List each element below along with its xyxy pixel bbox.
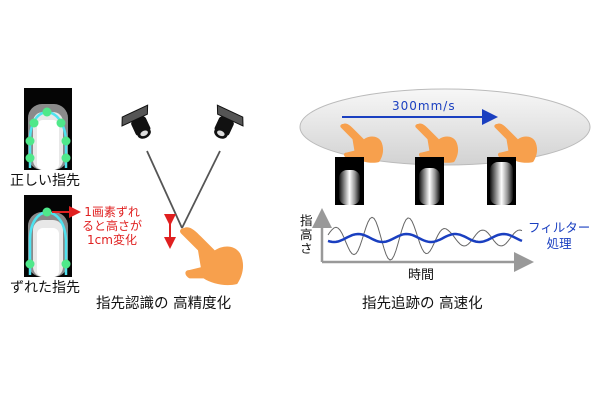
y-axis-char-2: 高 — [300, 227, 313, 242]
filtered-height-signal — [327, 232, 523, 244]
x-axis-label: 時間 — [408, 268, 435, 283]
tracked-frame-2 — [415, 157, 444, 205]
left-caption: 指先認識の 高精度化 — [96, 296, 232, 312]
y-axis-label: 指 高 さ — [300, 214, 313, 256]
shifted-fingertip-image — [24, 195, 72, 277]
raw-height-signal — [327, 216, 523, 261]
correct-fingertip-label: 正しい指先 — [10, 173, 80, 189]
camera-right-icon — [214, 104, 244, 139]
annotation-line-3: 1cm変化 — [87, 233, 137, 247]
y-axis-char-1: 指 — [300, 213, 313, 228]
camera-ray-left — [146, 150, 183, 229]
right-caption: 指先追跡の 高速化 — [362, 296, 483, 312]
tracked-frame-1 — [335, 157, 364, 205]
y-axis-char-3: さ — [300, 241, 313, 256]
pointing-hand-icon — [180, 227, 244, 286]
camera-left-icon — [121, 104, 151, 139]
correct-fingertip-image — [24, 88, 72, 170]
tracked-frame-3 — [487, 157, 516, 205]
speed-label: 300mm/s — [392, 99, 456, 113]
filter-label: フィルター 処理 — [528, 220, 590, 252]
camera-ray-right — [181, 150, 221, 229]
filter-label-line-1: フィルター — [528, 220, 591, 235]
shifted-fingertip-label: ずれた指先 — [10, 280, 80, 296]
pixel-shift-annotation: 1画素ずれ ると高さが 1cm変化 — [82, 205, 142, 247]
annotation-line-1: 1画素ずれ — [84, 205, 140, 219]
annotation-line-2: ると高さが — [82, 219, 143, 233]
filter-label-line-2: 処理 — [546, 236, 572, 251]
